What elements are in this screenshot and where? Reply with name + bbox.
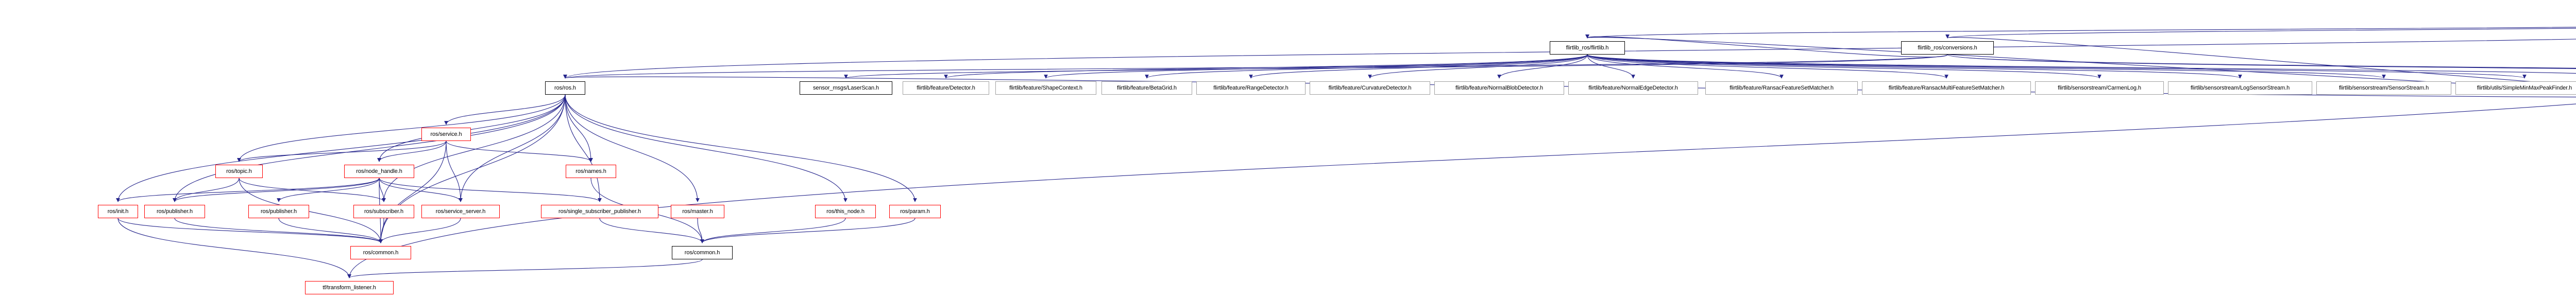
graph-edge — [117, 218, 351, 278]
graph-edge — [173, 94, 566, 202]
graph-node-flirtlib-feature-normaledgedetector-h[interactable]: flirtlib/feature/NormalEdgeDetector.h — [1568, 81, 1698, 95]
graph-node-ros-single-subscriber-publisher-h[interactable]: ros/single_subscriber_publisher.h — [541, 205, 658, 218]
graph-edge — [565, 94, 848, 202]
graph-edge — [237, 94, 566, 162]
graph-edge — [1249, 54, 1588, 79]
graph-node-ros-ros-h[interactable]: ros/ros.h — [545, 81, 585, 95]
graph-edge — [565, 94, 602, 202]
graph-edge — [1497, 54, 1588, 79]
graph-edge — [944, 54, 1588, 79]
graph-node-ros-publisher-h[interactable]: ros/publisher.h — [248, 205, 309, 218]
graph-edge — [1587, 54, 1635, 79]
graph-node-ros-topic-h[interactable]: ros/topic.h — [215, 165, 263, 178]
graph-node-ros-service-server-h[interactable]: ros/service_server.h — [421, 205, 500, 218]
graph-edge — [1947, 54, 2576, 68]
graph-node-ros-publisher-h[interactable]: ros/publisher.h — [144, 205, 205, 218]
graph-node-flirtlib-sensorstream-sensorstream-h[interactable]: flirtlib/sensorstream/SensorStream.h — [2316, 81, 2451, 95]
graph-edge — [174, 218, 383, 243]
graph-edge — [379, 178, 602, 202]
graph-edge — [379, 140, 447, 243]
graph-edge — [1145, 54, 1588, 79]
graph-edge — [379, 178, 463, 202]
graph-node-flirtlib-feature-curvaturedetector-h[interactable]: flirtlib/feature/CurvatureDetector.h — [1310, 81, 1430, 95]
graph-edge — [278, 218, 383, 243]
graph-edge — [116, 94, 566, 202]
graph-node-ros-common-h[interactable]: ros/common.h — [672, 246, 733, 259]
graph-node-ros-common-h[interactable]: ros/common.h — [350, 246, 411, 259]
graph-edge — [237, 140, 447, 162]
graph-edge — [377, 94, 566, 162]
graph-edge — [1587, 54, 2102, 79]
graph-edge — [347, 103, 2576, 278]
graph-node-flirtlib-sensorstream-carmenlog-h[interactable]: flirtlib/sensorstream/CarmenLog.h — [2035, 81, 2164, 95]
graph-node-flirtlib-feature-ransacfeaturesetmatcher-h[interactable]: flirtlib/feature/RansacFeatureSetMatcher… — [1705, 81, 1858, 95]
graph-edge — [444, 94, 566, 125]
graph-edge — [347, 259, 703, 278]
graph-node-ros-this-node-h[interactable]: ros/this_node.h — [815, 205, 876, 218]
graph-edge — [446, 140, 593, 162]
graph-edge — [173, 178, 240, 202]
graph-node-flirtlib-utils-simpleminmaxpeakfinder-h[interactable]: flirtlib/utils/SimpleMinMaxPeakFinder.h — [2455, 81, 2576, 95]
graph-edge — [565, 94, 917, 202]
graph-edge — [1947, 54, 2576, 69]
graph-edge — [1587, 54, 2576, 74]
graph-edge — [1585, 34, 1948, 58]
graph-edge — [844, 54, 1948, 79]
graph-edge — [116, 178, 380, 202]
graph-edge — [1945, 28, 2576, 39]
graph-node-flirtlib-feature-shapecontext-h[interactable]: flirtlib/feature/ShapeContext.h — [995, 81, 1096, 95]
graph-edge — [1587, 54, 1948, 79]
graph-edge — [565, 94, 700, 202]
graph-node-ros-service-h[interactable]: ros/service.h — [421, 128, 471, 141]
graph-node-ros-param-h[interactable]: ros/param.h — [889, 205, 941, 218]
graph-node-flirtlib-feature-normalblobdetector-h[interactable]: flirtlib/feature/NormalBlobDetector.h — [1434, 81, 1564, 95]
graph-edge — [700, 218, 916, 243]
graph-edge — [379, 218, 461, 243]
graph-node-flirtlib-sensorstream-logsensorstream-h[interactable]: flirtlib/sensorstream/LogSensorStream.h — [2168, 81, 2312, 95]
graph-edge — [446, 140, 463, 202]
graph-edge — [277, 178, 380, 202]
graph-edge — [1368, 54, 1588, 79]
graph-edge — [459, 94, 566, 202]
graph-node-ros-master-h[interactable]: ros/master.h — [671, 205, 724, 218]
graph-node-flirtlib-feature-detector-h[interactable]: flirtlib/feature/Detector.h — [903, 81, 989, 95]
graph-edge — [377, 140, 447, 162]
graph-edge — [1587, 54, 1784, 79]
graph-edge — [379, 178, 386, 202]
graph-edge — [565, 94, 593, 162]
graph-edge — [1587, 54, 2386, 79]
graph-node-ros-subscriber-h[interactable]: ros/subscriber.h — [353, 205, 414, 218]
graph-edge — [700, 218, 846, 243]
graph-node-flirtlib-feature-betagrid-h[interactable]: flirtlib/feature/BetaGrid.h — [1101, 81, 1192, 95]
graph-node-ros-node-handle-h[interactable]: ros/node_handle.h — [344, 165, 414, 178]
graph-node-sensor-msgs-laserscan-h[interactable]: sensor_msgs/LaserScan.h — [800, 81, 892, 95]
graph-edge — [1586, 27, 2576, 39]
graph-node-ros-init-h[interactable]: ros/init.h — [98, 205, 138, 218]
graph-node-flirtlib-feature-rangedetector-h[interactable]: flirtlib/feature/RangeDetector.h — [1196, 81, 1306, 95]
graph-edge — [697, 218, 704, 243]
graph-edge — [599, 218, 704, 243]
graph-edge — [117, 218, 383, 243]
graph-edge — [382, 94, 566, 202]
graph-edge — [563, 54, 1948, 79]
graph-edge — [1587, 54, 2242, 79]
graph-node-tf-transform-listener-h[interactable]: tf/transform_listener.h — [305, 281, 394, 294]
graph-node-flirtlib-ros-conversions-h[interactable]: flirtlib_ros/conversions.h — [1901, 41, 1994, 55]
graph-edge — [239, 178, 386, 202]
graph-node-ros-names-h[interactable]: ros/names.h — [566, 165, 616, 178]
graph-edge — [1587, 54, 2527, 79]
graph-edge — [1044, 54, 1588, 79]
graph-node-flirtlib-ros-flirtlib-h[interactable]: flirtlib_ros/flirtlib.h — [1550, 41, 1625, 55]
graph-edge — [379, 218, 384, 243]
graph-node-flirtlib-feature-ransacmultifeaturesetmatcher-h[interactable]: flirtlib/feature/RansacMultiFeatureSetMa… — [1862, 81, 2031, 95]
graph-edge — [173, 178, 380, 202]
